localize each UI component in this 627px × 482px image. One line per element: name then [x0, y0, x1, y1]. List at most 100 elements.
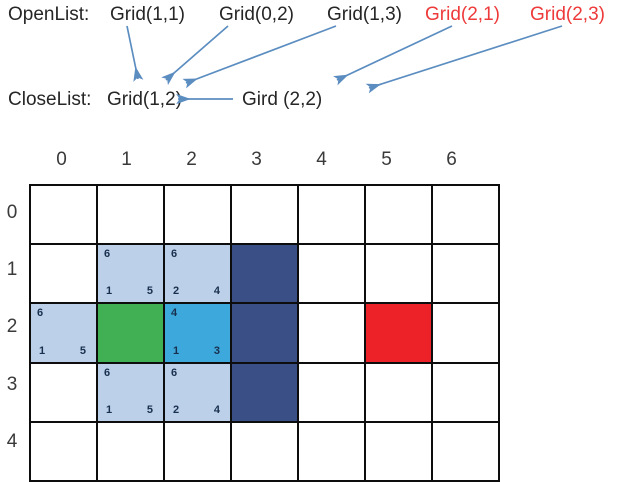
grid-cell-0-4[interactable]: [297, 183, 366, 246]
grid-cell-0-6[interactable]: [431, 183, 500, 246]
col-header-3: 3: [251, 149, 262, 170]
grid-cell-2-5[interactable]: [364, 302, 433, 364]
grid-cell-content: [232, 364, 297, 421]
openlist-item-grid-1-3[interactable]: Grid(1,3): [327, 4, 402, 25]
cell-f-cost: 6: [171, 366, 178, 379]
col-header-1: 1: [121, 149, 132, 170]
grid-cell-content: [366, 364, 431, 421]
grid-cell-content: [366, 423, 431, 480]
grid-row: [29, 420, 500, 482]
grid-cell-4-0[interactable]: [29, 420, 98, 482]
grid-cell-3-5[interactable]: [364, 361, 433, 423]
grid-cell-content: [98, 186, 163, 243]
grid-cell-4-6[interactable]: [431, 420, 500, 482]
row-header-4: 4: [6, 431, 18, 452]
grid-cell-1-6[interactable]: [431, 243, 500, 305]
row-header-1: 1: [6, 259, 18, 280]
openlist-item-grid-0-2[interactable]: Grid(0,2): [219, 4, 294, 25]
grid-cell-content: 6 2 4: [165, 245, 230, 302]
cell-g-cost: 2: [173, 403, 180, 416]
cell-h-cost: 4: [213, 403, 220, 416]
grid-cell-4-4[interactable]: [297, 420, 366, 482]
grid-cell-2-4[interactable]: [297, 302, 366, 364]
closelist-item-gird-2-2[interactable]: Gird (2,2): [242, 89, 323, 110]
cell-g-cost: 1: [173, 344, 180, 357]
grid-cell-4-2[interactable]: [163, 420, 232, 482]
cell-f-cost: 6: [171, 248, 178, 261]
col-header-2: 2: [186, 149, 197, 170]
grid-cell-2-1[interactable]: [96, 302, 165, 364]
closelist-item-grid-1-2[interactable]: Grid(1,2): [107, 89, 182, 110]
grid-cell-content: [31, 423, 96, 480]
cell-h-cost: 5: [146, 403, 153, 416]
grid-cell-1-5[interactable]: [364, 243, 433, 305]
cell-g-cost: 1: [106, 403, 113, 416]
grid-cell-content: [98, 304, 163, 361]
openlist-label: OpenList:: [8, 4, 90, 25]
grid-cell-content: [232, 423, 297, 480]
grid-cell-4-3[interactable]: [230, 420, 299, 482]
cell-f-cost: 4: [171, 307, 178, 320]
grid-cell-4-1[interactable]: [96, 420, 165, 482]
grid-cell-content: [232, 245, 297, 302]
grid-cell-1-0[interactable]: [29, 243, 98, 305]
closelist-label: CloseList:: [8, 89, 92, 110]
grid-cell-content: [433, 423, 498, 480]
grid-cell-content: [232, 186, 297, 243]
grid-cell-2-6[interactable]: [431, 302, 500, 364]
grid-cell-content: 6 1 5: [98, 364, 163, 421]
grid-cell-content: [433, 304, 498, 361]
grid-cell-3-3[interactable]: [230, 361, 299, 423]
grid-cell-3-0[interactable]: [29, 361, 98, 423]
grid-cell-1-4[interactable]: [297, 243, 366, 305]
grid-cell-0-3[interactable]: [230, 183, 299, 246]
grid-cell-content: [31, 186, 96, 243]
grid-cell-0-5[interactable]: [364, 183, 433, 246]
row-header-3: 3: [6, 374, 18, 395]
grid-cell-0-1[interactable]: [96, 183, 165, 246]
grid-cell-content: [433, 245, 498, 302]
grid-cell-content: [31, 364, 96, 421]
grid-cell-3-2[interactable]: 6 2 4: [163, 361, 232, 423]
grid-cell-1-3[interactable]: [230, 243, 299, 305]
cell-g-cost: 2: [173, 285, 180, 298]
arrow-grid-1-1: [126, 25, 144, 82]
arrow-grid-2-3: [365, 25, 563, 94]
grid-cell-content: [98, 423, 163, 480]
grid-cell-content: [366, 186, 431, 243]
col-header-0: 0: [56, 149, 67, 170]
grid-cell-3-6[interactable]: [431, 361, 500, 423]
list-diagram: OpenList: CloseList: Grid(1,1) Grid(0,2)…: [0, 0, 627, 125]
grid-cell-4-5[interactable]: [364, 420, 433, 482]
cell-g-cost: 1: [106, 285, 113, 298]
openlist-item-grid-2-1[interactable]: Grid(2,1): [425, 4, 500, 25]
grid-cell-3-4[interactable]: [297, 361, 366, 423]
openlist-item-grid-1-1[interactable]: Grid(1,1): [110, 4, 185, 25]
grid-cell-2-3[interactable]: [230, 302, 299, 364]
grid-cell-1-2[interactable]: 6 2 4: [163, 243, 232, 305]
grid-cell-content: [299, 186, 364, 243]
col-header-4: 4: [316, 149, 327, 170]
grid-cell-content: [433, 364, 498, 421]
grid-cell-content: [299, 245, 364, 302]
grid-cell-0-0[interactable]: [29, 183, 98, 246]
grid-cell-content: [366, 245, 431, 302]
openlist-item-grid-2-3[interactable]: Grid(2,3): [530, 4, 605, 25]
grid-cell-0-2[interactable]: [163, 183, 232, 246]
grid-cell-content: [299, 364, 364, 421]
row-header-0: 0: [6, 202, 18, 223]
cell-g-cost: 1: [39, 344, 46, 357]
cell-f-cost: 6: [104, 366, 111, 379]
grid-cell-3-1[interactable]: 6 1 5: [96, 361, 165, 423]
grid-cell-content: [165, 186, 230, 243]
cell-h-cost: 4: [213, 285, 220, 298]
cell-f-cost: 6: [104, 248, 111, 261]
